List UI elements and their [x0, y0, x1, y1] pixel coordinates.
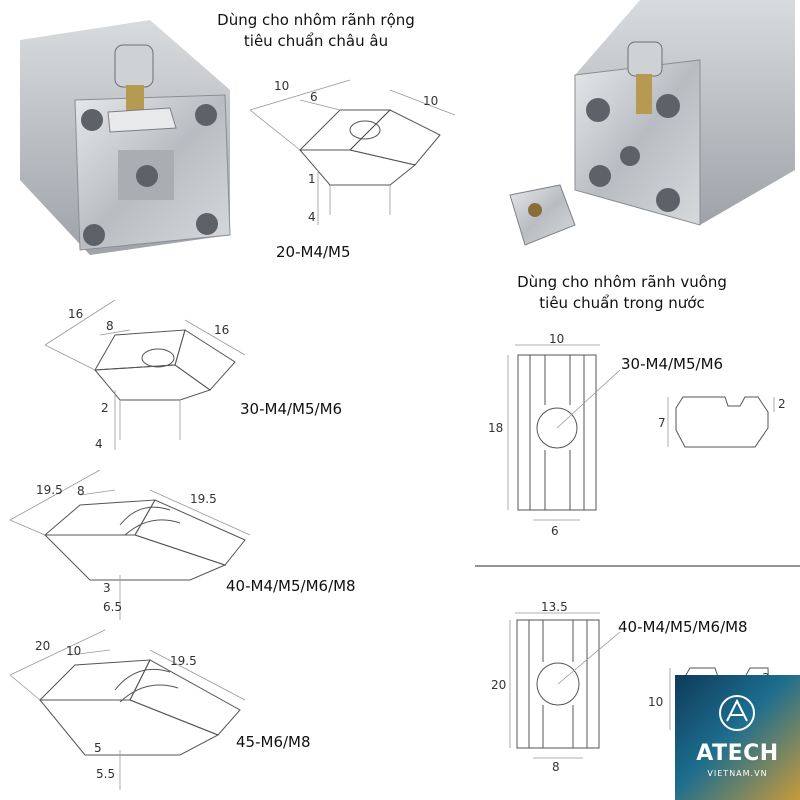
dim-d30-q: 2 [778, 397, 786, 411]
nut-30-drawing: 16 8 16 2 4 [44, 299, 246, 451]
dim-d40-p: 10 [648, 695, 663, 709]
domestic-40-front: 13.5 20 8 [491, 600, 621, 774]
model-label-40: 40-M4/M5/M6/M8 [226, 577, 356, 595]
nut-40-drawing: 19.5 8 19.5 3 6.5 [9, 469, 251, 620]
dim-d40-h: 20 [491, 678, 506, 692]
dim-30-e: 4 [95, 437, 103, 451]
heading-domestic-text: Dùng cho nhôm rãnh vuông tiêu chuẩn tron… [517, 273, 727, 312]
dim-40-b: 8 [77, 484, 85, 498]
dim-45-a: 20 [35, 639, 50, 653]
logo-name: ATECH [696, 741, 779, 766]
dim-d30-p: 7 [658, 416, 666, 430]
euro-profile-photo [20, 20, 231, 255]
model-label-45: 45-M6/M8 [236, 733, 311, 751]
dim-45-c: 19.5 [170, 654, 197, 668]
dim-20-c: 10 [423, 94, 438, 108]
dim-45-b: 10 [66, 644, 81, 658]
domestic-30-side: 7 2 [658, 396, 786, 448]
dim-40-a: 19.5 [36, 483, 63, 497]
dim-d30-s: 6 [551, 524, 559, 538]
heading-euro: Dùng cho nhôm rãnh rộng tiêu chuẩn châu … [196, 10, 436, 52]
logo-subtitle: VIETNAM.VN [707, 769, 768, 778]
heading-domestic: Dùng cho nhôm rãnh vuông tiêu chuẩn tron… [492, 272, 752, 314]
dim-40-c: 19.5 [190, 492, 217, 506]
model-label-30: 30-M4/M5/M6 [240, 400, 343, 418]
dim-30-c: 16 [214, 323, 229, 337]
model-label-domestic-40: 40-M4/M5/M6/M8 [618, 618, 748, 636]
domestic-profile-photo [509, 0, 795, 246]
dim-20-d: 1 [308, 172, 316, 186]
dim-d40-s: 8 [552, 760, 560, 774]
atech-logo: ATECH VIETNAM.VN [675, 675, 800, 800]
dim-d30-h: 18 [488, 421, 503, 435]
dim-d30-w: 10 [549, 332, 564, 346]
dim-20-b: 6 [310, 90, 318, 104]
logo-emblem-icon [719, 695, 755, 731]
dim-20-a: 10 [274, 79, 289, 93]
model-label-domestic-30: 30-M4/M5/M6 [621, 355, 724, 373]
dim-30-d: 2 [101, 401, 109, 415]
heading-euro-text: Dùng cho nhôm rãnh rộng tiêu chuẩn châu … [217, 11, 415, 50]
dim-45-e: 5.5 [96, 767, 115, 781]
nut-20-drawing: 10 6 10 1 4 [249, 79, 456, 225]
dim-40-d: 3 [103, 581, 111, 595]
model-label-20: 20-M4/M5 [276, 243, 351, 261]
dim-40-e: 6.5 [103, 600, 122, 614]
dim-20-e: 4 [308, 210, 316, 224]
dim-45-d: 5 [94, 741, 102, 755]
dim-d40-w: 13.5 [541, 600, 568, 614]
dim-30-a: 16 [68, 307, 83, 321]
dim-30-b: 8 [106, 319, 114, 333]
domestic-30-front: 10 18 6 [488, 332, 621, 538]
nut-45-drawing: 20 10 19.5 5 5.5 [9, 629, 246, 790]
